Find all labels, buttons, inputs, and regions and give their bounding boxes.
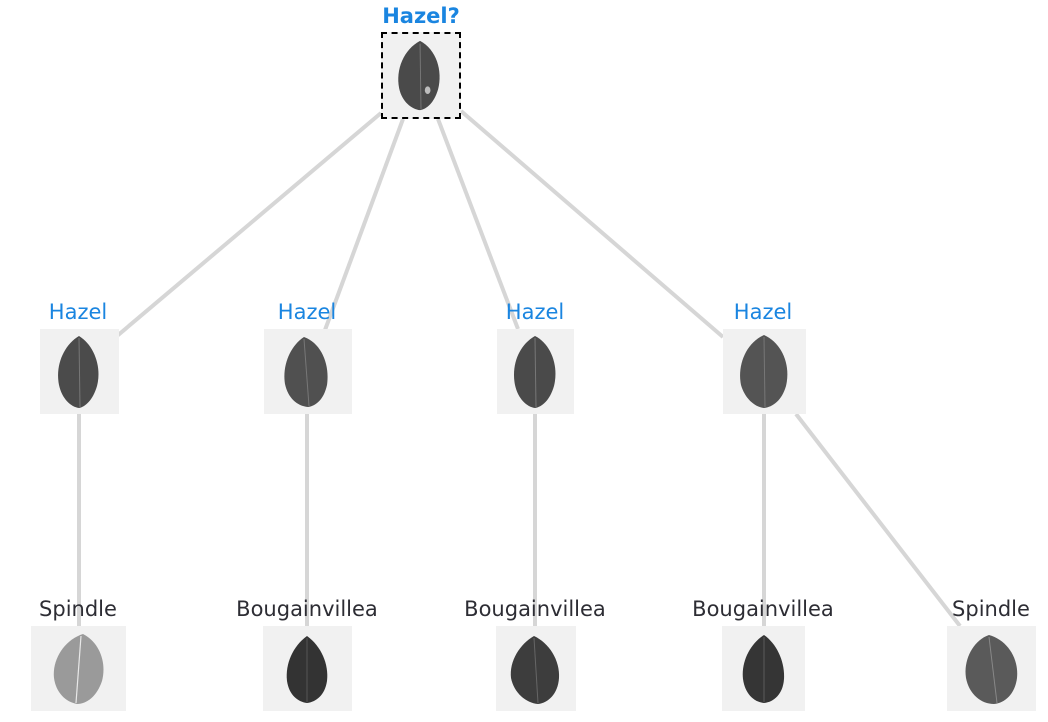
- leaf-thumbnail-1: [31, 626, 126, 711]
- leaf-image-icon: [965, 635, 1018, 704]
- neighbor-label-2: Hazel: [277, 300, 337, 324]
- leaf-image-icon: [284, 337, 328, 407]
- leaf-image-icon: [58, 336, 99, 408]
- leaf-label-2: Bougainvillea: [236, 597, 378, 621]
- neighbor-thumbnail-1: [40, 329, 119, 414]
- leaf-label-5: Spindle: [952, 597, 1030, 621]
- query-leaf-thumbnail: [381, 32, 461, 119]
- leaf-label-4: Bougainvillea: [692, 597, 834, 621]
- neighbor-label-4: Hazel: [733, 300, 793, 324]
- leaf-image-icon: [53, 634, 104, 704]
- leaf-image-icon: [742, 635, 785, 703]
- neighbor-label-1: Hazel: [48, 300, 108, 324]
- leaf-label-1: Spindle: [39, 597, 117, 621]
- neighbor-thumbnail-4: [723, 329, 806, 414]
- leaf-thumbnail-3: [496, 626, 576, 711]
- leaf-image-icon: [740, 335, 788, 408]
- edge-query-to-neighbor-3: [436, 118, 520, 330]
- edge-neighbor-4-to-leaf-5: [794, 412, 962, 628]
- leaf-image-icon: [510, 636, 560, 704]
- edge-query-to-neighbor-4: [459, 109, 725, 339]
- edge-query-to-neighbor-1: [115, 111, 383, 338]
- leaf-thumbnail-4: [722, 626, 805, 711]
- leaf-image-icon: [398, 40, 440, 111]
- edge-query-to-neighbor-2: [323, 118, 405, 331]
- neighbor-thumbnail-3: [497, 329, 574, 414]
- neighbor-thumbnail-2: [264, 329, 352, 414]
- neighbor-label-3: Hazel: [505, 300, 565, 324]
- leaf-image-icon: [286, 636, 328, 703]
- leaf-label-3: Bougainvillea: [464, 597, 606, 621]
- leaf-image-icon: [513, 336, 556, 408]
- leaf-thumbnail-2: [263, 626, 352, 711]
- query-label: Hazel?: [382, 4, 460, 28]
- leaf-thumbnail-5: [947, 626, 1036, 711]
